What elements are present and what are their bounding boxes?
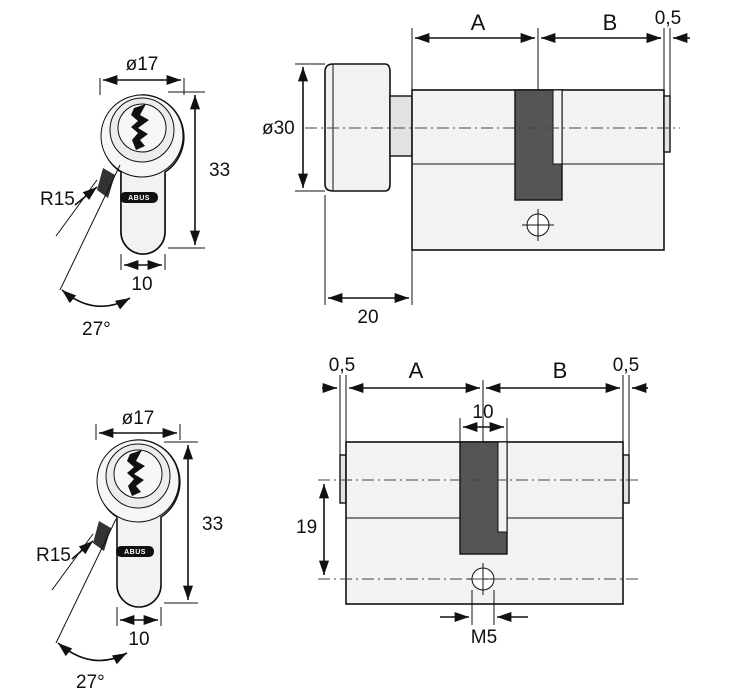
spindle — [389, 95, 413, 157]
dim-right-end-0-5: 0,5 — [613, 355, 639, 376]
dim-left-end-0-5: 0,5 — [329, 355, 355, 376]
dim-radius-r15: R15 — [36, 545, 71, 566]
dim-width-10: 10 — [128, 629, 149, 650]
dim-diameter-17: ø17 — [126, 54, 159, 75]
profile-view-top: ABUS ø17 33 10 R15 27° — [40, 54, 230, 340]
dim-knob-length-20: 20 — [357, 307, 378, 328]
profile-view-bottom: ABUS ø17 33 10 R15 27° — [36, 408, 223, 693]
dim-width-10: 10 — [131, 274, 152, 295]
dim-height-33: 33 — [202, 514, 223, 535]
dim-radius-r15: R15 — [40, 189, 75, 210]
dim-height-33: 33 — [209, 160, 230, 181]
dim-screw-m5: M5 — [471, 627, 497, 648]
dim-diameter-17: ø17 — [122, 408, 155, 429]
abus-logo — [116, 546, 154, 557]
dim-end-0-5: 0,5 — [655, 8, 681, 29]
abus-logo — [120, 192, 158, 203]
double-cylinder-side-view: 19 0,5 A B 0,5 10 M5 — [296, 355, 648, 648]
dim-a: A — [409, 358, 424, 383]
dim-height-19: 19 — [296, 517, 317, 538]
keyway — [127, 450, 145, 496]
dim-knob-diameter-30: ø30 — [262, 118, 295, 139]
dim-cam-width-10: 10 — [472, 402, 493, 423]
dim-a: A — [471, 10, 486, 35]
keyway — [131, 104, 149, 150]
dim-angle-27: 27° — [76, 672, 105, 693]
abus-logo-text: ABUS — [124, 549, 146, 556]
dim-angle-27: 27° — [82, 319, 111, 340]
thumbturn-cylinder-side-view: ø30 20 A B 0,5 — [262, 8, 690, 328]
dim-b: B — [603, 10, 618, 35]
abus-logo-text: ABUS — [128, 195, 150, 202]
dim-b: B — [553, 358, 568, 383]
